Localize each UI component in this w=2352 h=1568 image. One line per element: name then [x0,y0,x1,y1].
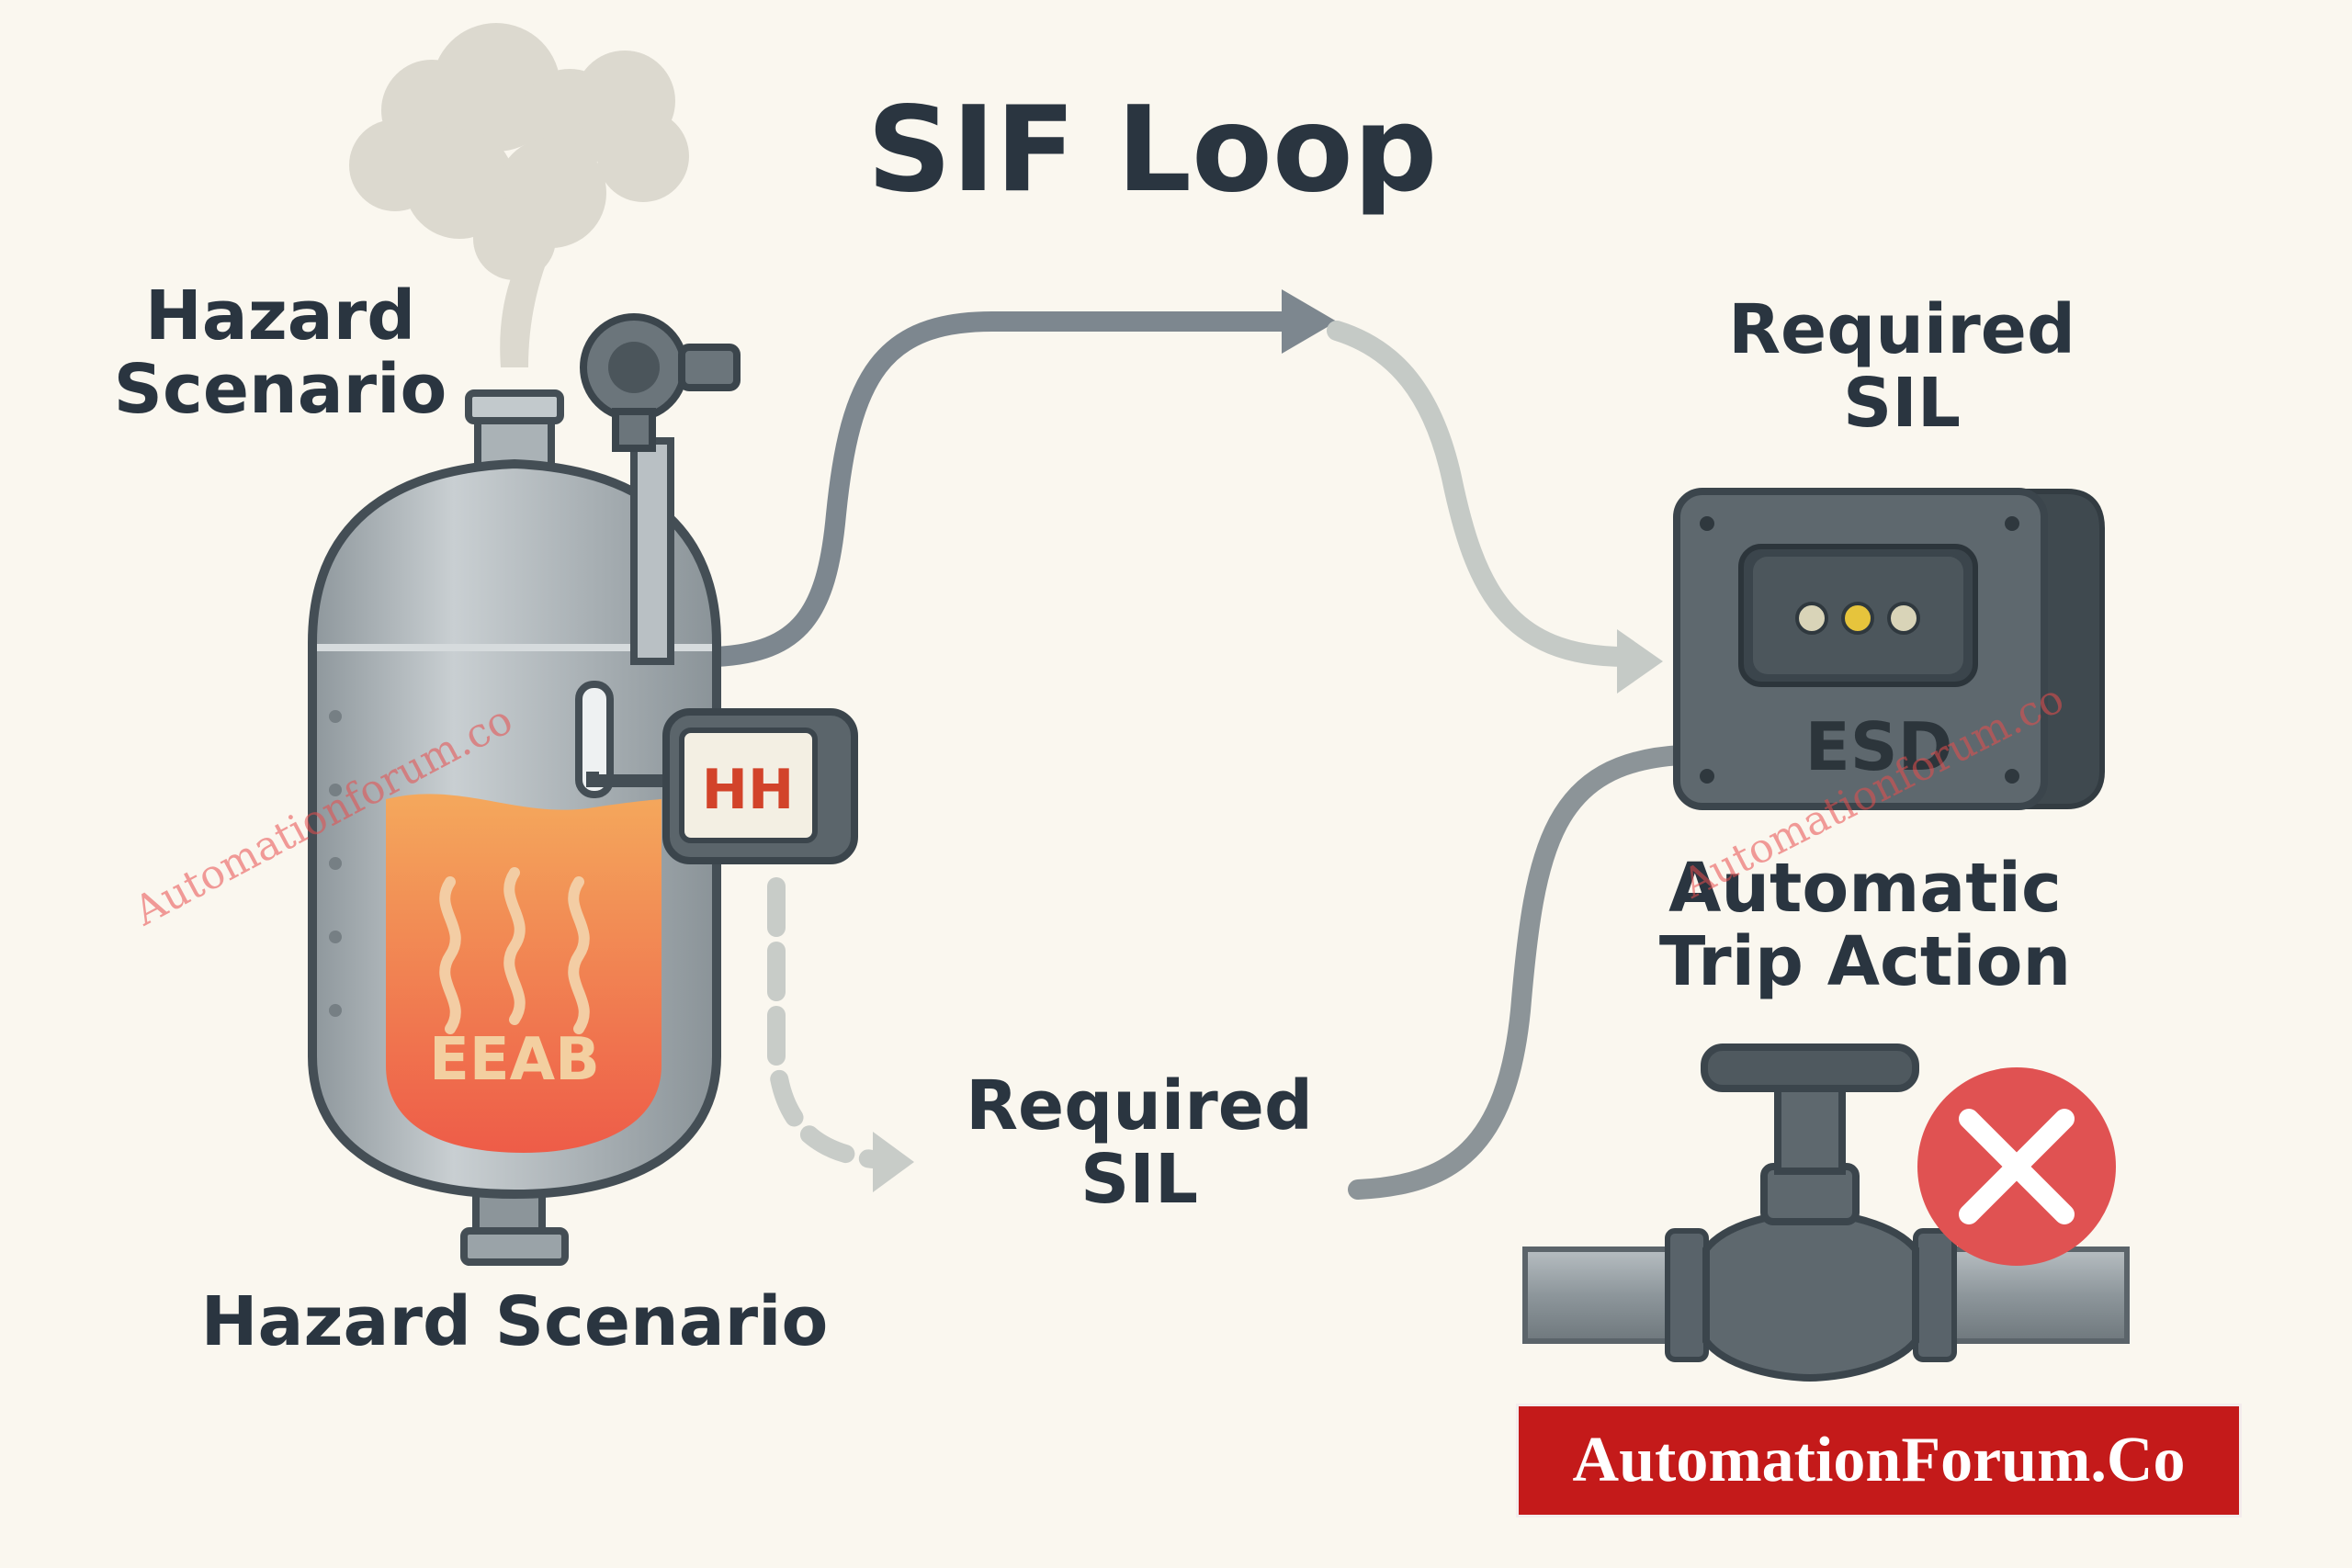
flow-to-esd [1327,321,1636,667]
heat-waves [439,867,590,1034]
vessel-contents-label: EEAB [429,1026,600,1094]
flow-arrows [707,289,1691,1200]
page-title: SIF Loop [866,82,1438,219]
required-sil-line: Required [1728,290,2075,369]
required-sil-line: Required [966,1066,1313,1145]
hazard-scenario-label: Hazard Scenario [110,276,450,429]
smoke-cloud [349,23,689,367]
flow-hh-down [767,877,882,1168]
required-sil-middle-label: Required SIL [946,1066,1332,1219]
esd-label: ESD [1805,708,1953,785]
brand-banner[interactable]: AutomationForum.Co [1516,1404,2242,1517]
vessel-liquid [386,794,662,1153]
required-sil-top-label: Required SIL [1709,290,2095,443]
esd-indicator-light [1887,602,1920,635]
hh-switch-label: HH [702,758,794,822]
close-x-icon [1917,1067,2116,1266]
trip-action-line: Trip Action [1658,921,2072,1001]
trip-action-line: Automatic [1668,849,2062,928]
hazard-scenario-caption: Hazard Scenario [200,1282,829,1361]
level-transmitter [580,313,741,665]
required-sil-line: SIL [1843,363,1961,443]
arrowhead-sil [873,1132,914,1192]
esd-indicator-light [1795,602,1828,635]
esd-controller [1673,488,2105,810]
shutdown-valve [1522,1043,2130,1382]
flow-sil-to-esd [1348,745,1691,1200]
hazard-scenario-line: Scenario [113,349,447,429]
hazard-scenario-line: Hazard [144,276,416,355]
esd-indicator-light [1841,602,1874,635]
flow-to-top [707,311,1296,667]
hh-level-switch [662,708,858,864]
automatic-trip-action-label: Automatic Trip Action [1626,852,2104,999]
arrowhead-top [1282,289,1337,354]
arrowhead-esd [1617,629,1663,694]
process-vessel [308,389,721,1266]
required-sil-line: SIL [1080,1139,1198,1219]
